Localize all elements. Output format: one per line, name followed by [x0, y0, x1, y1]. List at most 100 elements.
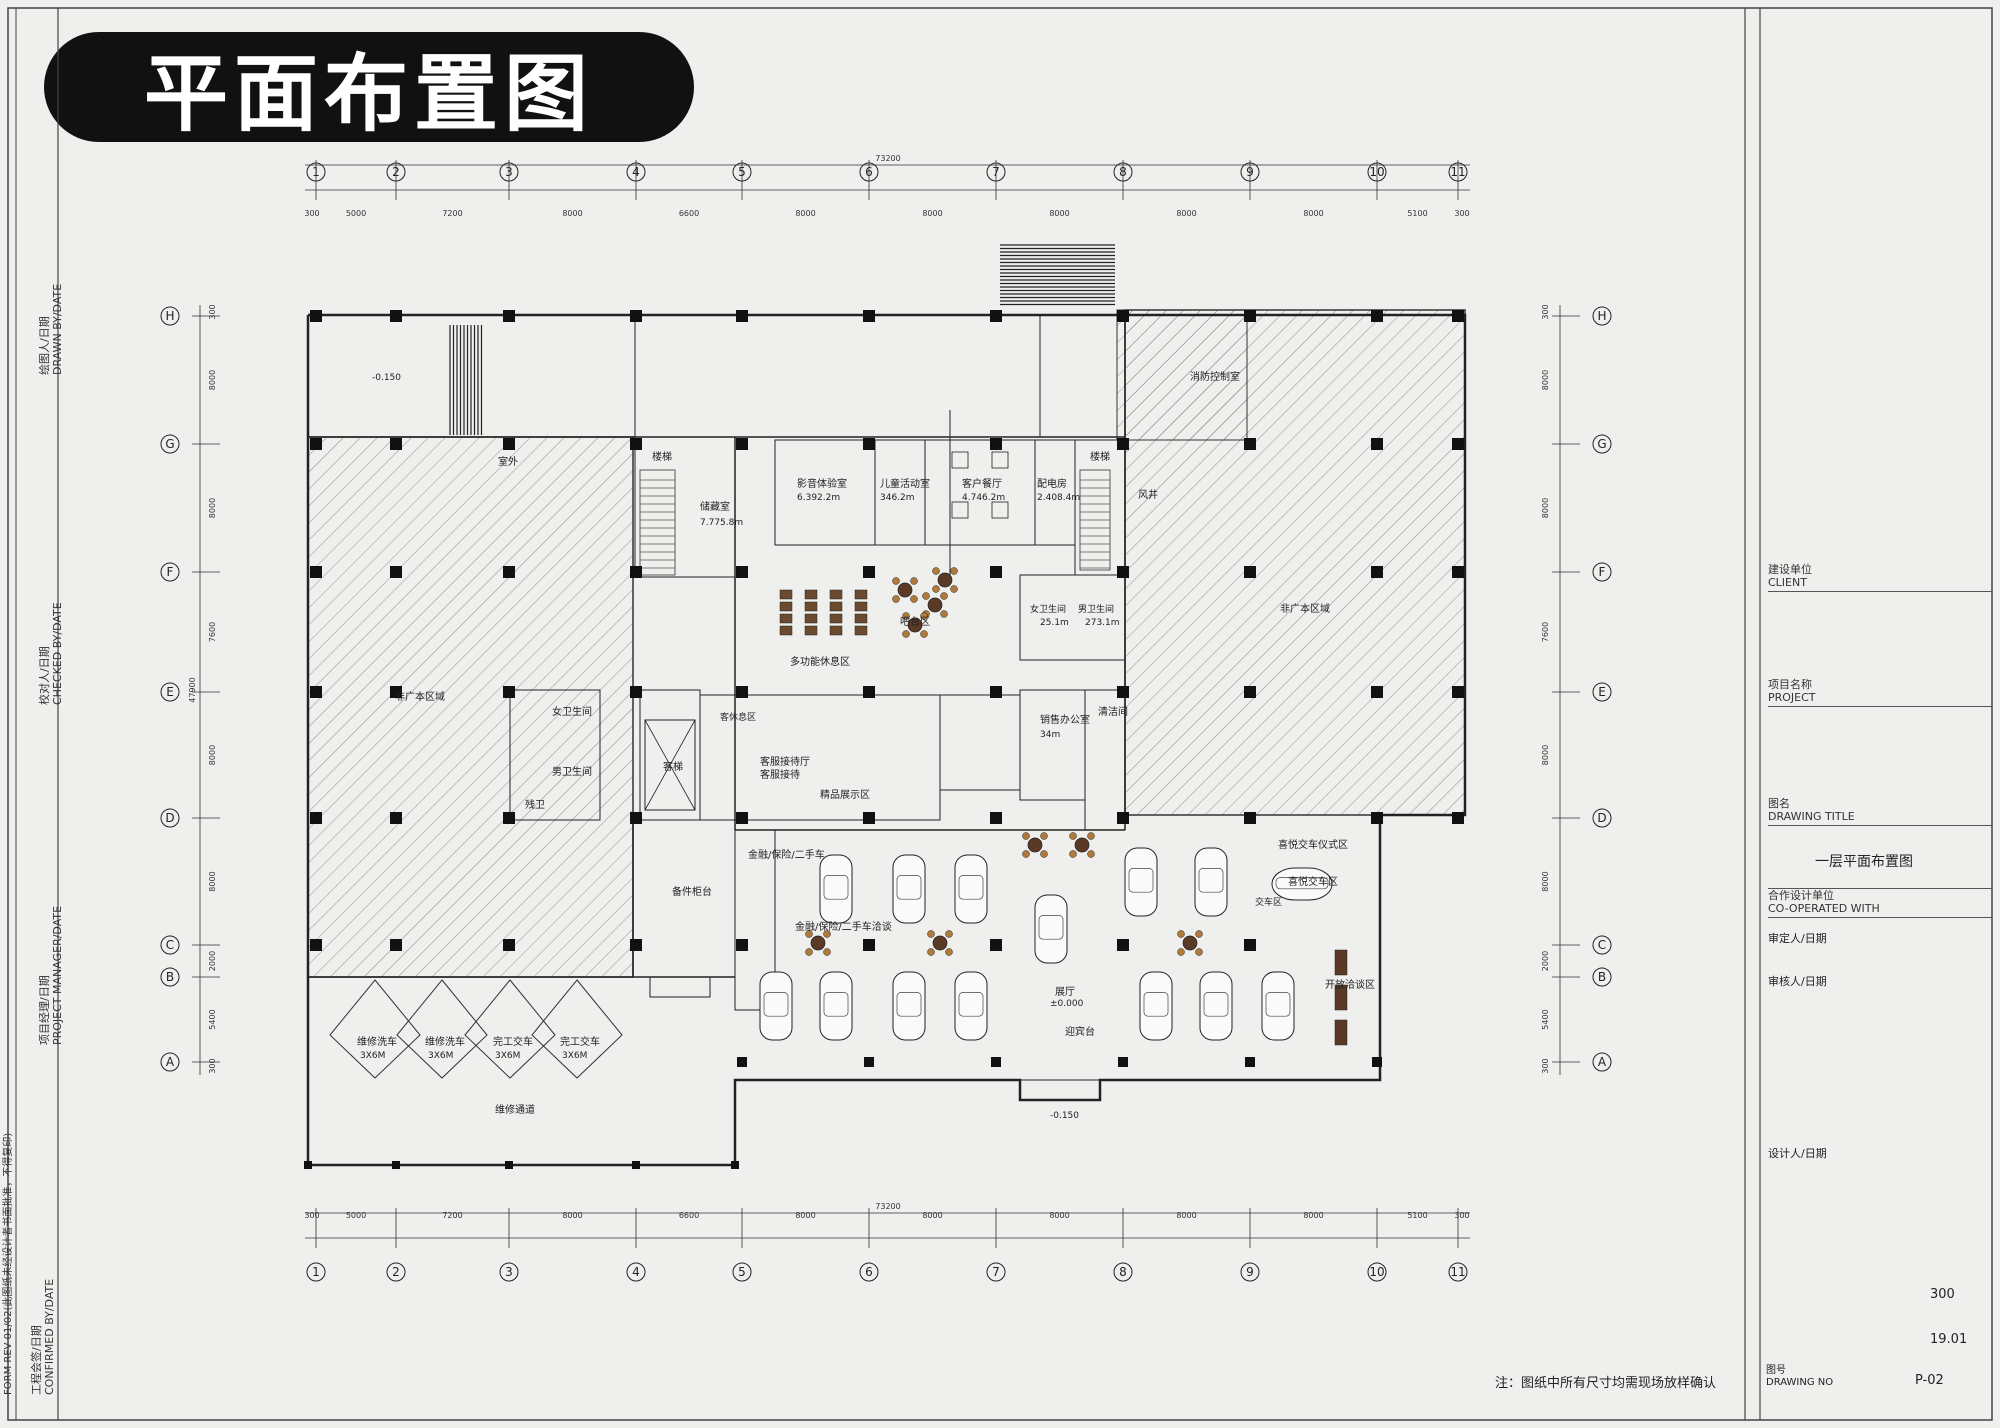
sofa-seat: [854, 601, 868, 612]
chair: [1069, 832, 1077, 840]
column: [390, 812, 402, 824]
tb-client-en: CLIENT: [1768, 576, 1807, 589]
sofa-seat: [829, 613, 843, 624]
dining-table: [951, 451, 969, 469]
column: [630, 310, 642, 322]
dim-label: 7200: [442, 209, 462, 218]
car-roof: [958, 992, 984, 1017]
repair-bay: [531, 979, 623, 1079]
label-av-area: 6.392.2m: [797, 493, 840, 503]
label-repair-wash-2: 维修洗车: [425, 1035, 465, 1048]
sofa-seat: [829, 589, 843, 600]
sofa-seat: [779, 613, 793, 624]
column: [863, 939, 875, 951]
label-level-3: -0.150: [1050, 1111, 1079, 1121]
grid-axis-right: HGFEDCBA30080008000760080008000200054003…: [1541, 304, 1612, 1075]
dim-total: 73200: [875, 1202, 900, 1211]
chair: [1022, 850, 1030, 858]
label-bay-size: 3X6M: [360, 1051, 385, 1061]
sofa-seat: [829, 625, 843, 636]
tb-dwg-no-cn: 图号: [1766, 1365, 1786, 1376]
grid-bubble: [1240, 1262, 1260, 1282]
dim-label: 8000: [1176, 209, 1196, 218]
column: [304, 1161, 312, 1169]
round-table: [897, 582, 913, 598]
label-finish-2: 完工交车: [560, 1035, 600, 1048]
label-delivery-area: 喜悦交车区: [1288, 875, 1338, 888]
label-wc-area-2: 273.1m: [1085, 618, 1120, 628]
label-female-wc-2: 女卫生间: [1030, 603, 1066, 615]
car-roof: [896, 992, 922, 1017]
grid-label: 1: [312, 1265, 320, 1279]
repair-bay: [464, 979, 556, 1079]
column: [632, 1161, 640, 1169]
dim-label: 8000: [1303, 209, 1323, 218]
strip-checked-en: CHECKED BY/DATE: [51, 602, 64, 705]
grid-label: 7: [992, 1265, 1000, 1279]
chair: [910, 577, 918, 585]
column: [1117, 310, 1129, 322]
booth-table: [1334, 1019, 1348, 1046]
label-repair-wash: 维修洗车: [357, 1035, 397, 1048]
dim-label: 5000: [346, 209, 366, 218]
dim-label: 8000: [1049, 209, 1069, 218]
tb-project-cn: 项目名称: [1768, 678, 1812, 691]
grid-label: E: [1598, 685, 1606, 699]
round-table: [1182, 935, 1198, 951]
label-power-room: 配电房: [1037, 477, 1067, 490]
dining-table: [991, 451, 1009, 469]
grid-bubble: [160, 808, 180, 828]
label-bay-size-4: 3X6M: [562, 1051, 587, 1061]
strip-manager-en: PROJECT MANAGER/DATE: [51, 905, 64, 1045]
column: [390, 310, 402, 322]
repair-bays: [329, 979, 623, 1079]
column: [736, 939, 748, 951]
chair: [1177, 930, 1185, 938]
display-car: [1034, 894, 1068, 964]
label-kids-room: 儿童活动室: [880, 477, 930, 490]
grid-bubble: [1592, 967, 1612, 987]
sofa-seat: [779, 589, 793, 600]
chair: [932, 585, 940, 593]
column: [1452, 686, 1464, 698]
dim-label: 7600: [1541, 622, 1550, 642]
grid-label: G: [165, 437, 174, 451]
label-female-wc: 女卫生间: [552, 705, 592, 718]
column: [1371, 566, 1383, 578]
label-wind-shaft: 风井: [1138, 488, 1158, 501]
tb-date: 19.01: [1930, 1332, 1968, 1347]
booth-table: [1334, 949, 1348, 976]
chair: [927, 930, 935, 938]
stair-left: [639, 469, 676, 576]
dim-label: 2000: [208, 951, 217, 971]
column: [990, 310, 1002, 322]
grid-label: H: [1597, 309, 1606, 323]
label-negotiation: 开放洽谈区: [1325, 978, 1375, 991]
chair: [945, 948, 953, 956]
label-bay-size-3: 3X6M: [495, 1051, 520, 1061]
round-table: [932, 935, 948, 951]
dim-label: 8000: [1176, 1211, 1196, 1220]
car-roof: [763, 992, 789, 1017]
column: [1117, 686, 1129, 698]
label-parts-counter: 备件柜台: [672, 885, 712, 898]
display-car: [892, 971, 926, 1041]
chair: [1177, 948, 1185, 956]
tb-scale: 300: [1930, 1287, 1955, 1302]
display-cars: [759, 847, 1333, 1041]
car-roof: [1203, 992, 1229, 1017]
column: [1245, 1057, 1255, 1067]
chair: [940, 592, 948, 600]
room-labels: 非广本区域 非广本区域 消防控制室 室外 楼梯 楼梯 风井 清洁间 储藏室 7.…: [357, 370, 1375, 1121]
grid-label: B: [166, 970, 174, 984]
label-service-reception: 客服接待厅: [760, 755, 810, 768]
dim-label: 8000: [562, 1211, 582, 1220]
dining-table: [991, 501, 1009, 519]
label-vip-area: 4.746.2m: [962, 493, 1005, 503]
strip-manager-cn: 项目经理/日期: [38, 975, 51, 1045]
dim-total: 47900: [188, 677, 197, 702]
label-rest-area: 多功能休息区: [790, 655, 850, 668]
column: [503, 566, 515, 578]
strip-drawn-en: DRAWN BY/DATE: [51, 283, 64, 375]
